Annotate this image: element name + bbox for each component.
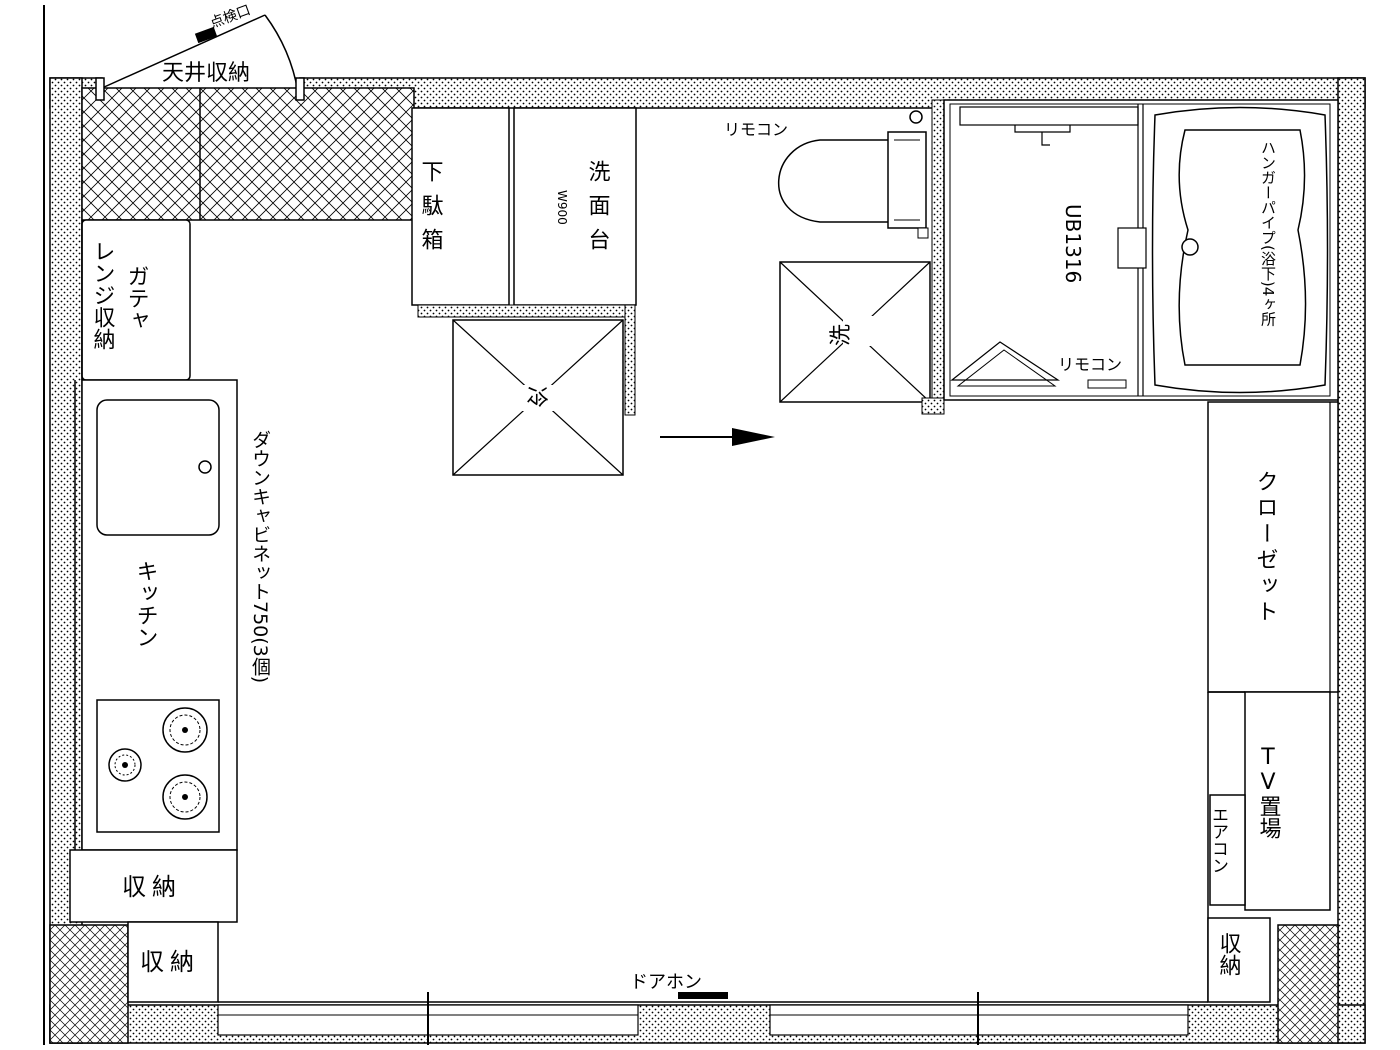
storage-kitchen — [69, 849, 238, 923]
washer-space — [779, 261, 931, 403]
burner-icon — [162, 707, 208, 753]
burner-icon — [162, 774, 208, 820]
kitchen-label: キッチン — [133, 560, 158, 648]
toilet — [778, 110, 929, 239]
door-phone-mark — [678, 992, 728, 999]
washbasin — [513, 107, 637, 306]
remote-label-2: リモコン — [1058, 355, 1122, 374]
ceiling-door-swing — [95, 14, 305, 101]
fridge-label: 冷 — [523, 386, 548, 408]
shoe-box-label: 下駄箱 — [418, 160, 444, 262]
aircon — [1209, 794, 1246, 906]
washer-label: 洗 — [829, 324, 854, 346]
tv-place — [1244, 691, 1331, 911]
storage-right — [1207, 917, 1271, 1003]
storage-entrance — [127, 921, 219, 1003]
unit-bath-label: UB1316 — [1061, 204, 1085, 283]
range-storage-label-1: レンジ収納 — [90, 240, 116, 350]
fridge-space — [452, 319, 624, 476]
entry-arrow-icon — [660, 428, 775, 446]
ceiling-storage-hatch — [81, 87, 415, 221]
door-phone-label: ドアホン — [630, 972, 702, 993]
storage-label-3: 収納 — [1216, 932, 1242, 976]
burner-icon — [108, 748, 142, 782]
storage-label-1: 収納 — [122, 873, 182, 901]
aircon-label: エアコン — [1208, 806, 1228, 874]
hanger-pipe-label: ハンガーパイプ(浴下)4ヶ所 — [1259, 140, 1277, 326]
unit-bath — [943, 99, 1339, 401]
remote-label-1: リモコン — [724, 120, 788, 139]
inspection-hatch-mark — [194, 26, 218, 44]
washbasin-label: 洗面台 — [585, 160, 611, 262]
inspection-hatch-label: 点検口 — [208, 2, 253, 31]
bottom-windows — [217, 992, 1208, 1045]
storage-label-2: 収納 — [140, 948, 200, 976]
range-storage-label-2: ガテャ — [124, 265, 149, 331]
kitchen-sink — [96, 399, 220, 536]
closet — [1207, 401, 1339, 693]
washbasin-width-label: W900 — [555, 190, 569, 225]
tv-label: TV置場 — [1256, 745, 1282, 839]
shoe-box — [411, 107, 510, 306]
closet-label: クローゼット — [1253, 470, 1278, 626]
down-cabinet-label: ダウンキャビネット750(3個) — [249, 430, 271, 683]
ceiling-storage-label: 天井収納 — [162, 61, 250, 86]
sink-drain-icon — [198, 460, 212, 474]
